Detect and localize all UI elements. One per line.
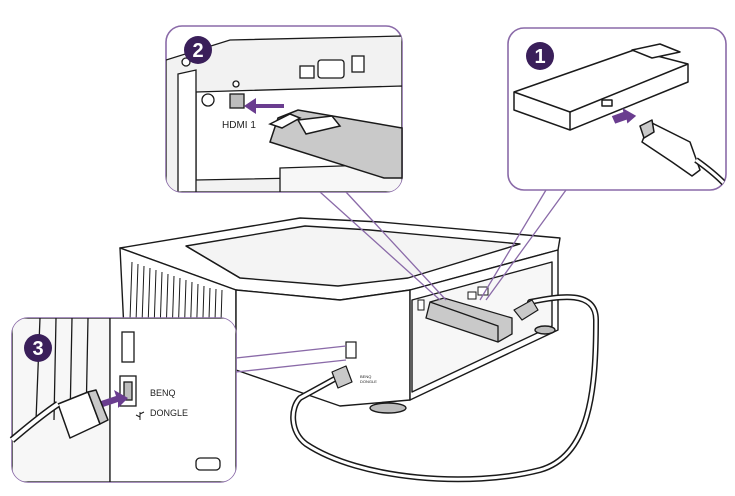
arrow-icon-3 — [98, 390, 128, 408]
step-3-number: 3 — [32, 338, 43, 360]
usb-cable-callout-1 — [639, 119, 726, 190]
step-2-number: 2 — [192, 40, 203, 62]
callout-1-panel: 1 — [507, 27, 727, 191]
arrow-icon-1 — [611, 108, 637, 124]
projector-rear-ports — [417, 286, 489, 311]
callout-2-leader-lines — [319, 191, 447, 301]
step-2-badge — [184, 36, 212, 64]
usb-cable-loop — [290, 294, 599, 483]
small-benq-label-line1: BENQ — [360, 374, 371, 379]
arrow-icon — [244, 98, 284, 114]
projector-dongle-port: BENQ DONGLE — [345, 341, 377, 384]
usb-plug-callout-3 — [9, 389, 109, 443]
benq-dongle-label-line1: BENQ — [150, 388, 176, 398]
hdmi-dongle-callout-2 — [268, 109, 403, 179]
step-3-badge — [24, 334, 52, 362]
benq-dongle-label-line2: DONGLE — [150, 408, 188, 418]
callout-1-leader-lines — [479, 189, 567, 301]
usb-icon — [135, 411, 145, 420]
callout-3-leader-lines — [235, 345, 347, 373]
step-1-number: 1 — [534, 46, 545, 68]
hdmi-port-label: HDMI 1 — [222, 120, 256, 131]
step-1-badge — [526, 42, 554, 70]
callout-2-panel: HDMI 1 2 — [165, 25, 403, 193]
hdmi-dongle-callout-1 — [513, 43, 689, 131]
small-benq-label-line2: DONGLE — [360, 379, 377, 384]
callout-3-panel: BENQ DONGLE 3 — [9, 317, 237, 483]
